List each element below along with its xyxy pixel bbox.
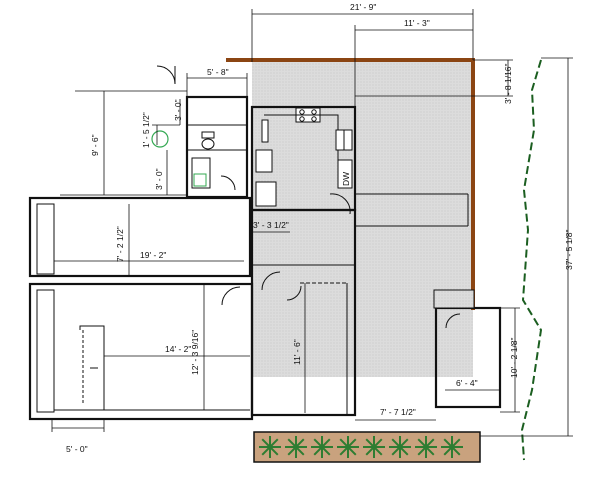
plant-icon	[259, 436, 281, 458]
dimension-lines	[51, 9, 573, 437]
dim-shed-depth: 10' - 2 1/8"	[509, 337, 519, 378]
dim-bottom-left: 5' - 0"	[66, 444, 88, 454]
dim-living-depth: 12' - 3 9/16"	[190, 330, 200, 375]
toilet-icon	[201, 131, 215, 150]
dim-shed-width: 6' - 4"	[456, 378, 478, 388]
property-boundary	[520, 59, 543, 461]
floor-drain-icon	[151, 130, 169, 148]
dim-patio-width: 7' - 7 1/2"	[380, 407, 416, 417]
plant-icon	[337, 436, 359, 458]
plant-icon	[363, 436, 385, 458]
dim-bath-low: 3' - 0"	[154, 168, 164, 190]
planter	[253, 431, 481, 463]
sink-icon	[335, 129, 353, 151]
dim-living-width: 14' - 2"	[165, 344, 191, 354]
dim-bath-top: 3' - 0"	[173, 99, 183, 121]
plant-icon	[311, 436, 333, 458]
dim-bedroom1-width: 19' - 2"	[140, 250, 166, 260]
doors	[156, 65, 461, 329]
dim-top-offset: 3' - 8 1/16"	[503, 63, 513, 104]
dim-overall-depth: 37' - 5 1/8"	[564, 229, 574, 270]
dim-bedroom1-depth: 7' - 2 1/2"	[115, 226, 125, 262]
dishwasher-label: DW	[341, 172, 351, 186]
plant-icon	[415, 436, 437, 458]
dim-entry-depth: 9' - 6"	[90, 134, 100, 156]
dim-overall-width: 21' - 9"	[350, 2, 376, 12]
plant-group	[259, 436, 463, 458]
plant-icon	[389, 436, 411, 458]
plant-icon	[285, 436, 307, 458]
dim-bedroom2-depth: 11' - 6"	[292, 339, 302, 365]
house-walls	[28, 95, 357, 421]
plant-icon	[441, 436, 463, 458]
kitchen-fixtures: DW	[255, 107, 353, 207]
bathroom-fixtures	[151, 130, 215, 189]
shed	[433, 289, 502, 409]
dim-bath-mid: 1' - 5 1/2"	[141, 112, 151, 148]
dimension-labels: 21' - 9" 11' - 3" 5' - 8" 3' - 8 1/16" 3…	[66, 2, 574, 454]
dim-hall-width: 3' - 3 1/2"	[253, 220, 289, 230]
dim-deck-width: 11' - 3"	[404, 18, 430, 28]
dim-entry-width: 5' - 8"	[207, 67, 229, 77]
